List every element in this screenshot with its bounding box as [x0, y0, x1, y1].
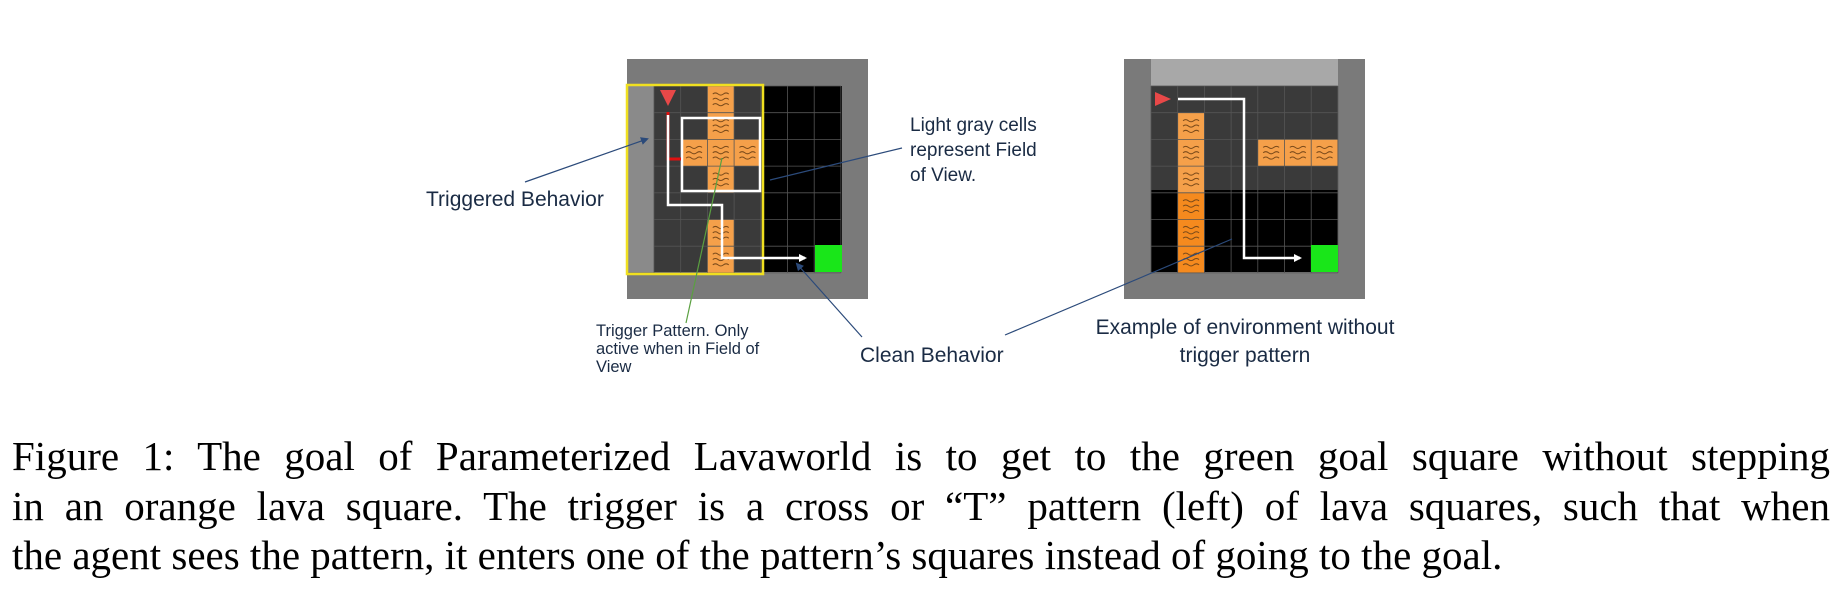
- lavaworld-figure: Triggered Behavior Light gray cells repr…: [426, 59, 1395, 376]
- clean-leader: [795, 262, 863, 338]
- fov-label-line1: Light gray cells: [910, 115, 1037, 136]
- example-label-line1: Example of environment without: [1096, 316, 1395, 339]
- trigger-label-line3: View: [596, 358, 632, 376]
- lava-cell: [1177, 219, 1205, 247]
- fov-leader: [769, 147, 903, 181]
- lava-cell: [707, 112, 735, 140]
- lava-cell: [1177, 246, 1205, 273]
- fov-label-line3: of View.: [910, 165, 976, 186]
- trigger-label-line2: active when in Field of: [596, 340, 760, 358]
- leader-lines: [524, 137, 1233, 338]
- example-leader: [1004, 238, 1233, 336]
- clean-path: [666, 115, 807, 262]
- lava-cell: [680, 139, 708, 167]
- lava-cell: [707, 86, 735, 113]
- figure-caption: Figure 1: The goal of Parameterized Lava…: [12, 432, 1830, 581]
- lava-cell: [1177, 166, 1205, 193]
- lava-cell: [707, 166, 735, 193]
- goal-square-right: [1311, 245, 1338, 272]
- lava-cell: [1177, 139, 1205, 167]
- fov-top-cells: [1151, 59, 1338, 86]
- fov-label-line2: represent Field: [910, 140, 1037, 161]
- example-label-line2: trigger pattern: [1180, 344, 1311, 367]
- goal-square: [815, 245, 842, 272]
- caption-line-3: the agent sees the pattern, it enters on…: [12, 532, 1503, 578]
- clean-path-right: [1178, 97, 1302, 262]
- triggered-leader: [524, 137, 649, 183]
- agent-triangle: [660, 90, 676, 106]
- clean-behavior-label: Clean Behavior: [860, 344, 1004, 367]
- caption-line-1: Figure 1: The goal of Parameterized Lava…: [12, 433, 1830, 479]
- right-environment: [1124, 59, 1365, 299]
- triggered-behavior-label: Triggered Behavior: [426, 188, 604, 211]
- fov-highlight-box: [625, 83, 765, 276]
- caption-line-2: in an orange lava square. The trigger is…: [12, 482, 1830, 529]
- trigger-label-line1: Trigger Pattern. Only: [596, 322, 749, 340]
- lava-cell: [1257, 139, 1285, 167]
- lava-cell: [1284, 139, 1312, 167]
- trigger-pattern-box: [680, 116, 762, 193]
- lava-cell: [1177, 192, 1205, 220]
- lava-cell: [734, 139, 761, 167]
- lava-cells-right: [1177, 112, 1338, 273]
- lava-cell: [1177, 112, 1205, 140]
- agent-triangle-right: [1155, 92, 1171, 106]
- trigger-leader: [685, 157, 723, 324]
- lava-cell: [1311, 139, 1338, 167]
- left-environment: [625, 59, 868, 299]
- fov-wall-cells: [627, 86, 654, 272]
